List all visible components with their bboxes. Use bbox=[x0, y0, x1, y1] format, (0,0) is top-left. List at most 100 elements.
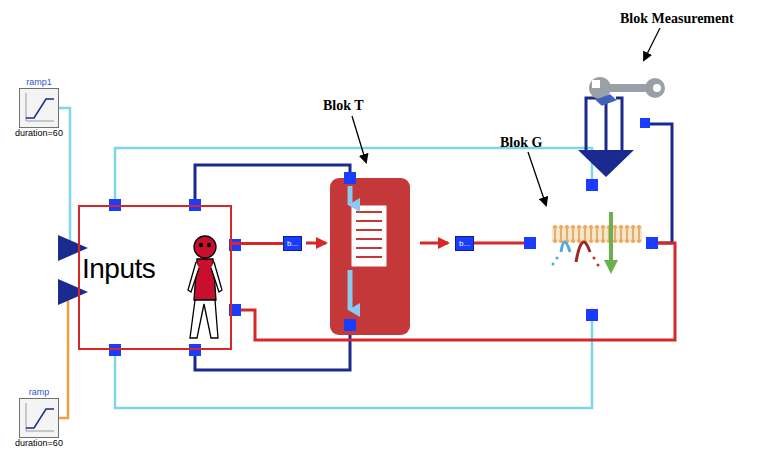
membrane-exchange bbox=[619, 239, 623, 243]
heat-exchanger bbox=[330, 178, 410, 335]
leader-line bbox=[644, 28, 660, 60]
callout-label: Blok T bbox=[323, 98, 364, 114]
block-name: Inputs bbox=[82, 253, 155, 285]
membrane-exchange bbox=[632, 229, 633, 239]
ramp-block: ramp1 duration=60 bbox=[12, 77, 66, 139]
membrane-exchange bbox=[631, 239, 635, 243]
membrane-exchange bbox=[576, 242, 590, 262]
parameter-text: duration=60 bbox=[15, 438, 63, 449]
signal-connector bbox=[232, 242, 283, 245]
membrane-exchange bbox=[553, 239, 557, 243]
inputs-block: Inputs bbox=[78, 205, 232, 350]
membrane-exchange bbox=[583, 225, 587, 229]
membrane-exchange bbox=[553, 225, 641, 243]
membrane-exchange bbox=[631, 225, 635, 229]
membrane-exchange bbox=[561, 242, 570, 252]
membrane-exchange bbox=[625, 239, 629, 243]
person-figure bbox=[194, 236, 216, 258]
membrane-exchange bbox=[552, 212, 643, 274]
membrane-exchange bbox=[596, 229, 597, 239]
port-square bbox=[344, 319, 356, 331]
membrane-exchange bbox=[552, 263, 555, 266]
block-name: b... bbox=[459, 238, 470, 249]
wrench-sensor bbox=[595, 93, 617, 107]
membrane-exchange bbox=[637, 225, 641, 229]
port-square bbox=[109, 344, 121, 356]
callout-label: Blok Measurement bbox=[620, 11, 734, 27]
membrane-exchange bbox=[577, 239, 581, 243]
heat-exchanger bbox=[352, 206, 386, 266]
person-figure bbox=[188, 262, 199, 292]
blue-wire bbox=[195, 96, 672, 370]
membrane-exchange bbox=[602, 229, 603, 239]
membrane-exchange bbox=[590, 229, 591, 239]
membrane-exchange bbox=[593, 257, 596, 260]
membrane-exchange bbox=[597, 264, 600, 267]
blue-wire bbox=[616, 98, 622, 150]
port-square bbox=[524, 237, 536, 249]
person-figure bbox=[188, 236, 222, 338]
ramp-block: ramp duration=60 bbox=[12, 387, 66, 449]
leader-line bbox=[528, 152, 546, 205]
red-wire bbox=[474, 242, 530, 245]
heat-exchanger bbox=[356, 220, 382, 222]
membrane-exchange bbox=[595, 225, 599, 229]
membrane-exchange bbox=[571, 225, 575, 229]
blue-wire bbox=[586, 98, 598, 150]
membrane-exchange bbox=[595, 239, 599, 243]
ramp-icon bbox=[19, 88, 59, 128]
ramp-icon bbox=[19, 398, 59, 438]
wrench-sensor bbox=[645, 78, 665, 98]
port-square bbox=[189, 344, 201, 356]
heat-exchanger bbox=[330, 178, 410, 335]
membrane-exchange bbox=[625, 225, 629, 229]
wrench-sensor bbox=[578, 150, 634, 177]
heat-exchanger bbox=[348, 270, 353, 310]
membrane-exchange bbox=[613, 225, 617, 229]
membrane-exchange bbox=[566, 229, 567, 239]
port-square bbox=[586, 179, 598, 191]
leader-line bbox=[352, 116, 366, 162]
ramp-graph bbox=[20, 399, 58, 437]
membrane-exchange bbox=[626, 229, 627, 239]
membrane-exchange bbox=[552, 226, 642, 242]
wrench-sensor bbox=[592, 80, 600, 88]
block-name: ramp bbox=[29, 387, 50, 398]
bus-connector: b... bbox=[283, 236, 302, 251]
port-square bbox=[109, 118, 658, 356]
membrane-exchange bbox=[577, 225, 581, 229]
wrench-sensor bbox=[653, 84, 661, 92]
parameter-text: duration=60 bbox=[15, 128, 63, 139]
block-name: ramp1 bbox=[26, 77, 52, 88]
membrane-exchange bbox=[553, 225, 557, 229]
signal-connector bbox=[59, 292, 78, 418]
heat-exchanger bbox=[356, 229, 382, 231]
blue-wire bbox=[195, 325, 350, 370]
ramp-graph bbox=[20, 89, 58, 127]
heat-exchanger bbox=[356, 211, 382, 213]
person-figure bbox=[190, 300, 218, 338]
membrane-exchange bbox=[601, 239, 605, 243]
port-square bbox=[344, 172, 356, 184]
red-wire bbox=[306, 242, 326, 245]
blue-wire bbox=[195, 165, 350, 205]
heat-exchanger bbox=[348, 186, 353, 205]
callout-label: Blok G bbox=[500, 135, 542, 151]
membrane-exchange bbox=[556, 257, 559, 260]
block-name: b... bbox=[287, 238, 298, 249]
membrane-exchange bbox=[638, 229, 639, 239]
membrane-exchange bbox=[613, 239, 617, 243]
port-square bbox=[640, 118, 650, 128]
bus-connector: b... bbox=[455, 236, 474, 251]
membrane-exchange bbox=[572, 229, 573, 239]
membrane-exchange bbox=[637, 239, 641, 243]
blue-wire bbox=[645, 124, 672, 243]
membrane-exchange bbox=[604, 260, 618, 274]
membrane-exchange bbox=[589, 225, 593, 229]
port-square bbox=[646, 237, 658, 249]
membrane-exchange bbox=[620, 229, 621, 239]
person-figure bbox=[200, 244, 203, 247]
